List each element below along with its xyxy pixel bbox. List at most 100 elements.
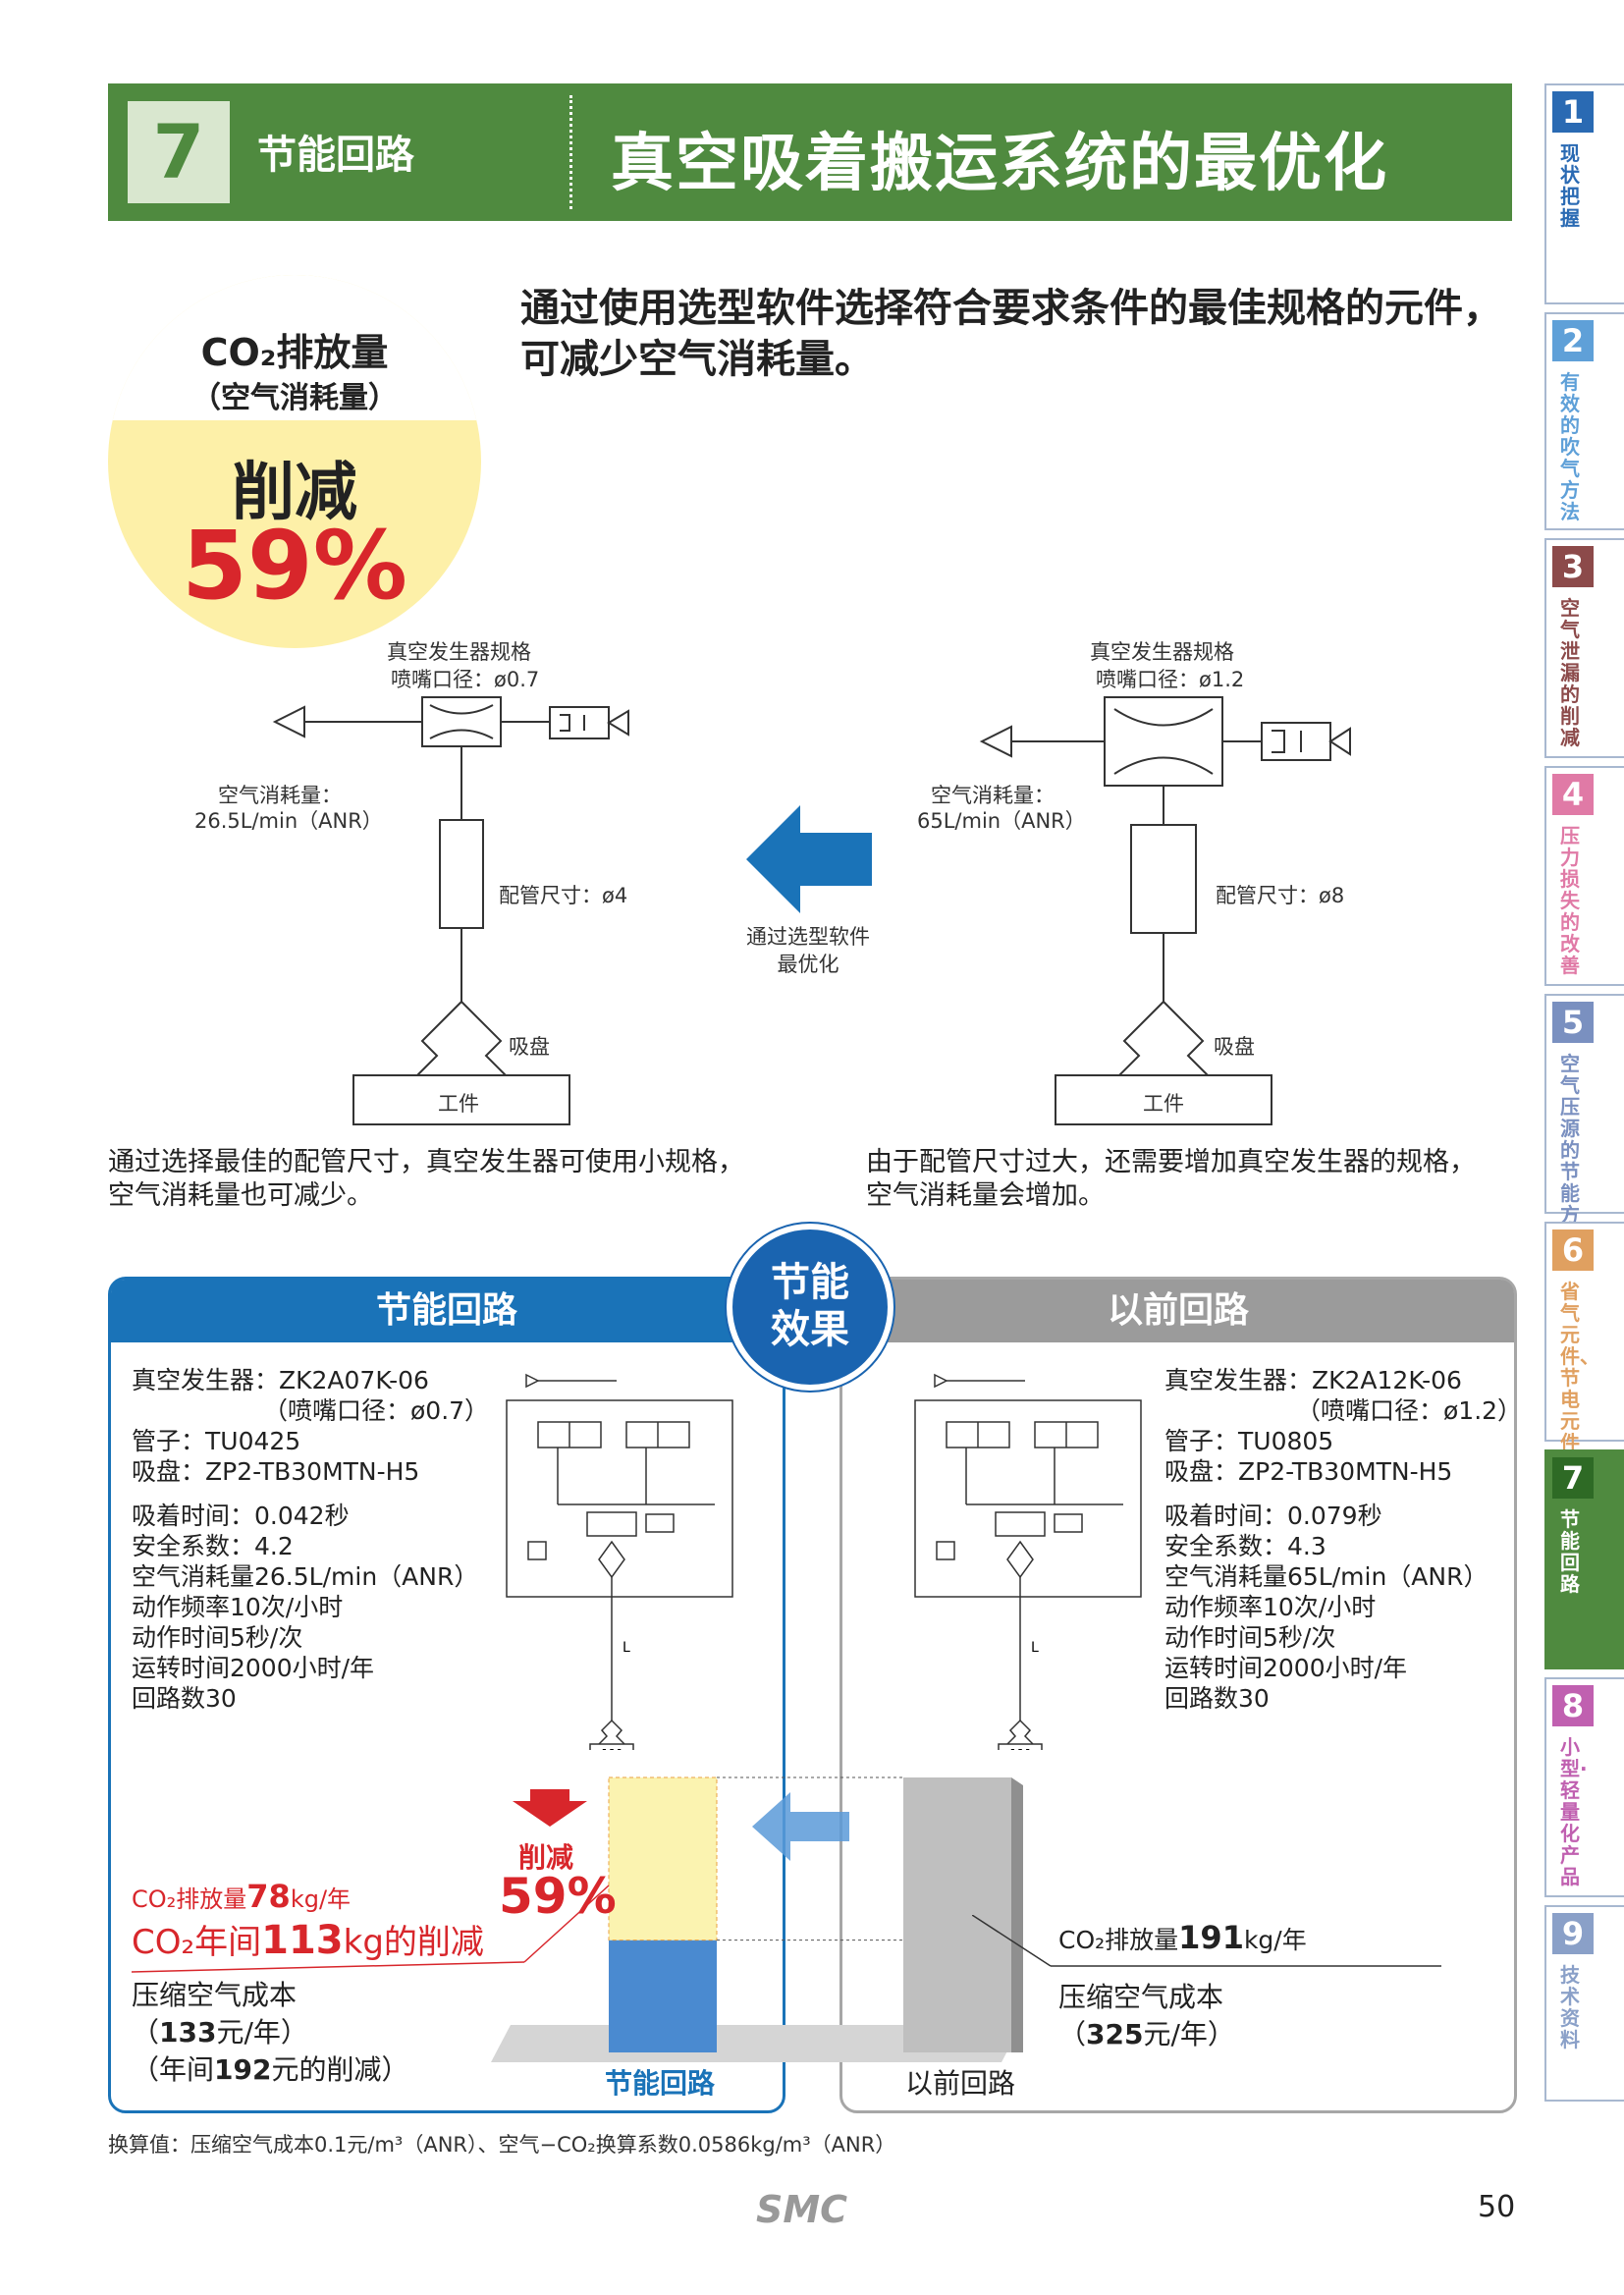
bar-label-right: 以前回路 bbox=[905, 2067, 1016, 2100]
bar-0 bbox=[609, 1940, 717, 2052]
air-value-right: 65L/min（ANR） bbox=[917, 809, 1086, 833]
side-tab-number: 9 bbox=[1552, 1913, 1594, 1954]
work-right: 工件 bbox=[1143, 1092, 1184, 1116]
right-op-spec: 空气消耗量65L/min（ANR） bbox=[1164, 1562, 1489, 1591]
side-tab-3[interactable]: 3 空气泄漏的削减 bbox=[1544, 538, 1624, 758]
spec-title-right: 真空发生器规格 bbox=[1090, 640, 1234, 664]
caption-left-2: 空气消耗量也可减少。 bbox=[108, 1180, 373, 1211]
arrow-caption-1: 通过选型软件 bbox=[746, 925, 870, 949]
side-tab-label: 空气泄漏的削减 bbox=[1560, 596, 1580, 749]
side-tab-number: 2 bbox=[1552, 320, 1594, 361]
left-cost: （133元/年） bbox=[132, 2016, 308, 2049]
left-op-spec: 空气消耗量26.5L/min（ANR） bbox=[132, 1562, 479, 1591]
nozzle-right: 喷嘴口径：ø1.2 bbox=[1096, 668, 1245, 691]
left-spec-tube: 管子：TU0425 bbox=[132, 1427, 301, 1455]
page-title: 真空吸着搬运系统的最优化 bbox=[611, 128, 1388, 200]
pad-left: 吸盘 bbox=[509, 1035, 550, 1059]
badge-reduce-label: 削减 bbox=[232, 457, 357, 529]
side-tab-number: 6 bbox=[1552, 1229, 1594, 1271]
right-op-spec: 吸着时间：0.079秒 bbox=[1164, 1502, 1382, 1530]
bar-side bbox=[1011, 1777, 1023, 2052]
bar-1 bbox=[903, 1777, 1011, 2052]
left-co2-reduction: CO₂年间113kg的削减 bbox=[132, 1918, 484, 1963]
section-number: 7 bbox=[128, 101, 230, 203]
side-tab-9[interactable]: 9 技术资料 bbox=[1544, 1905, 1624, 2102]
side-tab-label: 节能回路 bbox=[1560, 1507, 1580, 1596]
side-tab-5[interactable]: 5 空气压源的节能方法 bbox=[1544, 994, 1624, 1247]
left-op-spec: 回路数30 bbox=[132, 1684, 237, 1713]
co2-bar-chart bbox=[491, 1776, 1023, 2062]
left-op-spec: 动作频率10次/小时 bbox=[132, 1593, 344, 1621]
svg-text:W: W bbox=[602, 1746, 622, 1750]
right-cost: （325元/年） bbox=[1058, 2018, 1235, 2050]
chart-arrow-icon bbox=[752, 1792, 849, 1861]
arrow-caption-2: 最优化 bbox=[777, 953, 839, 976]
side-tab-number: 3 bbox=[1552, 546, 1594, 587]
svg-text:L: L bbox=[623, 1640, 630, 1656]
caption-right-2: 空气消耗量会增加。 bbox=[866, 1180, 1105, 1211]
work-left: 工件 bbox=[438, 1092, 479, 1116]
left-op-spec: 运转时间2000小时/年 bbox=[132, 1654, 375, 1682]
nozzle-left: 喷嘴口径：ø0.7 bbox=[391, 668, 540, 691]
bar-label-left: 节能回路 bbox=[605, 2067, 716, 2100]
effect-badge: 节能 效果 bbox=[727, 1224, 893, 1391]
side-tab-label: 现状把握 bbox=[1560, 141, 1580, 230]
smc-logo: SMC bbox=[756, 2188, 848, 2231]
air-label-right: 空气消耗量： bbox=[931, 784, 1055, 807]
air-label-left: 空气消耗量： bbox=[218, 784, 342, 807]
reduction-badge: CO₂排放量 （空气消耗量） 削减 59% bbox=[108, 275, 481, 648]
pad-right: 吸盘 bbox=[1214, 1035, 1255, 1059]
header-divider bbox=[569, 95, 572, 209]
right-op-spec: 运转时间2000小时/年 bbox=[1164, 1654, 1408, 1682]
svg-text:W: W bbox=[1010, 1746, 1030, 1750]
right-spec-tube: 管子：TU0805 bbox=[1164, 1427, 1334, 1455]
right-op-spec: 动作频率10次/小时 bbox=[1164, 1593, 1377, 1621]
intro-text: 通过使用选型软件选择符合要求条件的最佳规格的元件，可减少空气消耗量。 bbox=[520, 286, 1502, 382]
side-tab-number: 4 bbox=[1552, 774, 1594, 815]
right-op-spec: 安全系数：4.3 bbox=[1164, 1532, 1326, 1560]
left-spec-pad: 吸盘：ZP2-TB30MTN-H5 bbox=[132, 1457, 420, 1486]
right-leader-line bbox=[972, 1915, 1441, 1967]
side-tab-4[interactable]: 4 压力损失的改善 bbox=[1544, 766, 1624, 986]
right-spec-generator: 真空发生器：ZK2A12K-06 bbox=[1164, 1366, 1462, 1394]
side-tab-label: 技术资料 bbox=[1560, 1963, 1580, 2051]
right-spec-pad: 吸盘：ZP2-TB30MTN-H5 bbox=[1164, 1457, 1453, 1486]
pipe-right: 配管尺寸：ø8 bbox=[1216, 884, 1345, 907]
diagram-previous bbox=[979, 696, 1351, 1125]
badge-percent: 59% bbox=[182, 511, 407, 621]
left-op-spec: 吸着时间：0.042秒 bbox=[132, 1502, 350, 1530]
side-tab-6[interactable]: 6 省气元件、节电元件 bbox=[1544, 1222, 1624, 1453]
right-cost-label: 压缩空气成本 bbox=[1058, 1981, 1224, 2013]
page-number: 50 bbox=[1478, 2190, 1516, 2224]
caption-left-1: 通过选择最佳的配管尺寸，真空发生器可使用小规格， bbox=[108, 1147, 744, 1177]
side-tab-7[interactable]: 7 节能回路 bbox=[1544, 1449, 1624, 1669]
side-tab-label: 压力损失的改善 bbox=[1560, 824, 1580, 977]
right-spec-nozzle: （喷嘴口径：ø1.2） bbox=[1296, 1396, 1523, 1425]
spec-title-left: 真空发生器规格 bbox=[387, 640, 531, 664]
right-op-spec: 动作时间5秒/次 bbox=[1164, 1623, 1336, 1652]
side-tab-label: 空气压源的节能方法 bbox=[1560, 1052, 1580, 1247]
side-tab-number: 7 bbox=[1552, 1457, 1594, 1499]
panel-left-title: 节能回路 bbox=[111, 1280, 783, 1342]
side-tab-number: 8 bbox=[1552, 1685, 1594, 1726]
left-op-spec: 安全系数：4.2 bbox=[132, 1532, 294, 1560]
section-label: 节能回路 bbox=[257, 133, 414, 178]
side-tab-label: 省气元件、节电元件 bbox=[1560, 1280, 1599, 1454]
svg-text:L: L bbox=[1031, 1640, 1039, 1656]
diagram-optimized bbox=[272, 696, 629, 1125]
left-cost-label: 压缩空气成本 bbox=[132, 1979, 298, 2011]
optimize-arrow-icon bbox=[746, 805, 872, 913]
air-value-left: 26.5L/min（ANR） bbox=[194, 809, 383, 833]
section-header: 7 节能回路 真空吸着搬运系统的最优化 bbox=[108, 83, 1512, 221]
footnote: 换算值：压缩空气成本0.1元/m³（ANR）、空气−CO₂换算系数0.0586k… bbox=[108, 2133, 896, 2157]
left-leader-line bbox=[132, 1885, 610, 1973]
reduction-label: 削减 bbox=[518, 1841, 574, 1874]
left-op-spec: 动作时间5秒/次 bbox=[132, 1623, 303, 1652]
side-tab-number: 5 bbox=[1552, 1002, 1594, 1043]
panel-energy-saving: 节能回路 bbox=[108, 1277, 785, 2113]
